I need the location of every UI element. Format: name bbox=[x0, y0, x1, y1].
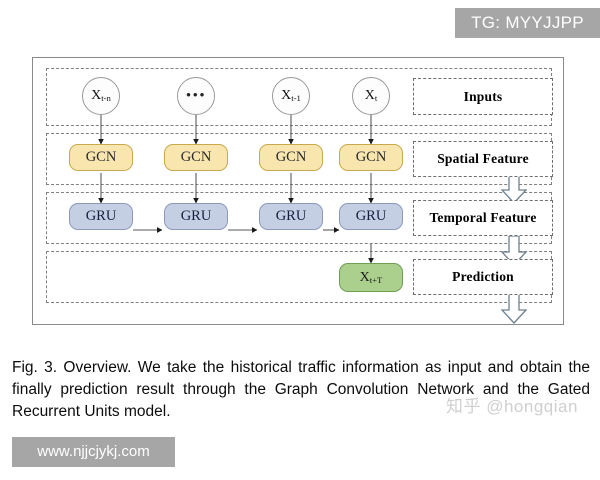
gcn-unit-1: GCN bbox=[164, 144, 228, 171]
gru-unit-0: GRU bbox=[69, 203, 133, 230]
input-node-3: Xt bbox=[352, 77, 390, 115]
gcn-unit-2: GCN bbox=[259, 144, 323, 171]
block-arrow-temporal-to-prediction bbox=[501, 294, 527, 324]
gcn-unit-3: GCN bbox=[339, 144, 403, 171]
prediction-node-label: Xt+T bbox=[359, 269, 383, 285]
figure-caption: Fig. 3. Overview. We take the historical… bbox=[12, 359, 590, 420]
input-node-ellipsis: ••• bbox=[177, 77, 215, 115]
input-node-3-label: Xt bbox=[364, 88, 378, 104]
input-node-0: Xt-n bbox=[82, 77, 120, 115]
input-node-2: Xt-1 bbox=[272, 77, 310, 115]
zhihu-watermark: 知乎 @hongqian bbox=[446, 397, 578, 416]
legend-temporal-feature: Temporal Feature bbox=[413, 200, 553, 236]
input-node-ellipsis-label: ••• bbox=[185, 88, 207, 104]
prediction-node: Xt+T bbox=[339, 263, 403, 292]
gru-unit-3: GRU bbox=[339, 203, 403, 230]
url-banner-overlay: www.njjcjykj.com bbox=[12, 437, 175, 467]
block-arrow-spatial-to-temporal bbox=[501, 236, 527, 266]
gru-unit-2: GRU bbox=[259, 203, 323, 230]
legend-inputs: Inputs bbox=[413, 78, 553, 115]
gcn-unit-0: GCN bbox=[69, 144, 133, 171]
legend-spatial-feature: Spatial Feature bbox=[413, 141, 553, 177]
input-node-2-label: Xt-1 bbox=[281, 88, 301, 104]
tg-badge-overlay: TG: MYYJJPP bbox=[455, 8, 600, 38]
input-node-0-label: Xt-n bbox=[91, 88, 111, 104]
legend-prediction: Prediction bbox=[413, 259, 553, 295]
gru-unit-1: GRU bbox=[164, 203, 228, 230]
